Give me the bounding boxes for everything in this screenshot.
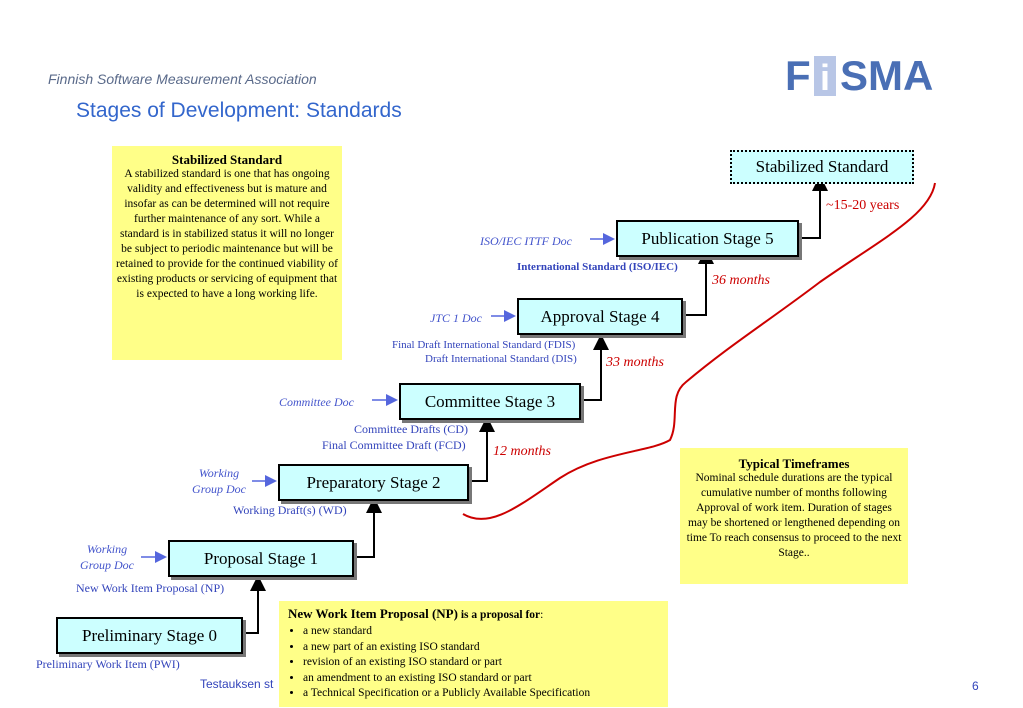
slide-title: Stages of Development: Standards: [76, 99, 402, 122]
page-number: 6: [972, 679, 979, 693]
stabilized-stage-box: Stabilized Standard: [730, 150, 914, 184]
timeframes-note-body: Nominal schedule durations are the typic…: [686, 472, 902, 559]
footer-text: Testauksen st: [200, 677, 274, 691]
stage-3-doc-label-cd: Committee Drafts (CD): [354, 422, 468, 436]
np-note-heading-tail: is a proposal for: [457, 609, 541, 621]
np-note-item: a Technical Specification or a Publicly …: [303, 686, 668, 702]
stabilized-note-heading: Stabilized Standard: [171, 152, 283, 167]
connector-0-1: [243, 575, 266, 634]
fisma-logo: F i SMA: [785, 52, 980, 99]
organization-name: Finnish Software Measurement Association: [48, 71, 317, 87]
logo-i-block: [814, 56, 836, 96]
np-note-list: a new standard a new part of an existing…: [279, 624, 668, 702]
stage-3-box: Committee Stage 3: [399, 383, 581, 420]
stage-3-input-label: Committee Doc: [279, 395, 354, 409]
timeframes-note-heading: Typical Timeframes: [738, 456, 850, 471]
stage-3-doc-label-fcd: Final Committee Draft (FCD): [322, 438, 466, 452]
np-note-item: revision of an existing ISO standard or …: [303, 655, 668, 671]
np-note-heading-colon: :: [540, 609, 544, 621]
stage-4-input-label: JTC 1 Doc: [430, 311, 482, 325]
stage-4-box: Approval Stage 4: [517, 298, 683, 335]
stage-5-input-label: ISO/IEC ITTF Doc: [480, 234, 572, 248]
months-label-33: 33 months: [606, 355, 664, 370]
stage-2-box: Preparatory Stage 2: [278, 464, 469, 501]
connector-3-4: [579, 334, 609, 401]
logo-letter-f: F: [785, 52, 811, 98]
stabilized-note-body: A stabilized standard is one that has on…: [116, 168, 338, 300]
stage-1-doc-label: New Work Item Proposal (NP): [76, 581, 225, 595]
stage-4-doc-label-fdis: Final Draft International Standard (FDIS…: [392, 339, 576, 351]
connector-2-3: [467, 416, 495, 482]
connector-4-5: [681, 248, 714, 316]
logo-letter-i: i: [820, 57, 830, 98]
connector-1-2: [352, 497, 382, 558]
logo-letters-sma: SMA: [840, 52, 933, 98]
stage-0-box: Preliminary Stage 0: [56, 617, 243, 654]
np-note-item: an amendment to an existing ISO standard…: [303, 671, 668, 687]
np-note-heading: New Work Item Proposal (NP): [288, 606, 458, 621]
connector-5-stabilized: [797, 175, 828, 239]
np-note-item: a new part of an existing ISO standard: [303, 640, 668, 656]
typical-timeframes-note: Typical Timeframes Nominal schedule dura…: [680, 448, 908, 584]
np-proposal-note: New Work Item Proposal (NP) is a proposa…: [279, 601, 668, 707]
stage-5-doc-label: International Standard (ISO/IEC): [517, 261, 678, 273]
months-label-36: 36 months: [712, 273, 770, 288]
stage-1-box: Proposal Stage 1: [168, 540, 354, 577]
stabilized-standard-note: Stabilized Standard A stabilized standar…: [112, 146, 342, 360]
timeframe-brace: [462, 182, 936, 520]
np-note-item: a new standard: [303, 624, 668, 640]
stage-2-doc-label: Working Draft(s) (WD): [233, 503, 347, 517]
stage-5-box: Publication Stage 5: [616, 220, 799, 257]
stage-0-doc-label: Preliminary Work Item (PWI): [36, 657, 180, 671]
years-label: ~15-20 years: [826, 198, 900, 213]
stage-4-doc-label-dis: Draft International Standard (DIS): [425, 353, 577, 365]
months-label-12: 12 months: [493, 444, 551, 459]
